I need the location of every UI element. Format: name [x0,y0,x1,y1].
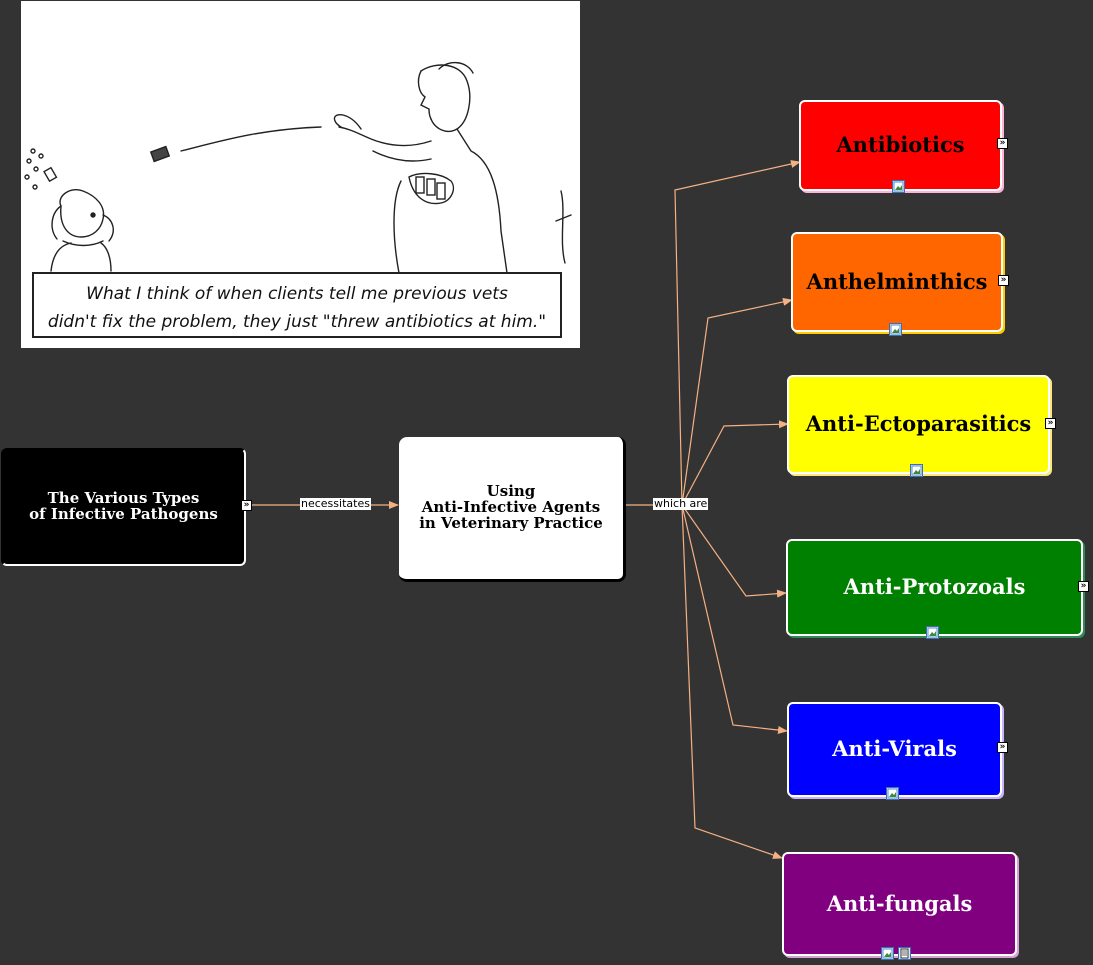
expand-arrow-icon[interactable]: » [1045,418,1056,429]
concept-node-antiprotozoals[interactable]: Anti-Protozoals [786,539,1083,636]
image-resource-icon[interactable] [886,787,899,800]
concept-node-center[interactable]: Using Anti-Infective Agents in Veterinar… [399,437,626,582]
expand-arrow-icon[interactable]: » [997,742,1008,753]
concept-label: Using Anti-Infective Agents in Veterinar… [419,482,603,532]
link-line-antibiotics [674,160,801,506]
link-line-antiprotozoals [681,504,787,598]
image-resource-icon[interactable] [889,323,902,336]
concept-label: Anti-Protozoals [843,574,1026,600]
link-line-antiecto [681,420,789,506]
cartoon-caption-line1: What I think of when clients tell me pre… [86,284,508,304]
image-resource-icon[interactable] [892,180,905,193]
cartoon-drawing: What I think of when clients tell me pre… [24,62,572,338]
concept-node-antifungals[interactable]: Anti-fungals [782,852,1017,956]
concept-label: The Various Types of Infective Pathogens [29,489,218,523]
expand-arrow-icon[interactable]: » [1078,581,1089,592]
link-label-which-are[interactable]: which are [653,497,709,510]
link-line-antifungals [681,504,783,859]
concept-node-antibiotics[interactable]: Antibiotics [799,100,1002,191]
link-label-necessitates[interactable]: necessitates [300,497,371,510]
concept-label: Anti-Ectoparasitics [805,411,1032,437]
link-line-anthelminthics [681,297,793,506]
concept-label: Anti-fungals [826,890,973,916]
concept-label: Anti-Virals [832,736,957,762]
document-resource-icon[interactable] [898,947,911,960]
cartoon-caption-line2: didn't fix the problem, they just "threw… [48,312,546,332]
expand-arrow-icon[interactable]: » [241,500,252,511]
concept-node-anthelminthics[interactable]: Anthelminthics [791,232,1003,332]
image-resource-icon[interactable] [910,464,923,477]
expand-arrow-icon[interactable]: » [997,138,1008,149]
expand-arrow-icon[interactable]: » [998,275,1009,286]
link-line-antivirals [681,504,788,734]
concept-node-pathogens[interactable]: The Various Types of Infective Pathogens [1,448,246,566]
concept-node-antivirals[interactable]: Anti-Virals [787,702,1002,797]
concept-label: Antibiotics [836,132,965,158]
image-resource-icon[interactable] [881,947,894,960]
concept-node-antiecto[interactable]: Anti-Ectoparasitics [787,375,1050,474]
cartoon-image: What I think of when clients tell me pre… [21,1,580,348]
image-resource-icon[interactable] [926,626,939,639]
concept-label: Anthelminthics [806,268,988,294]
